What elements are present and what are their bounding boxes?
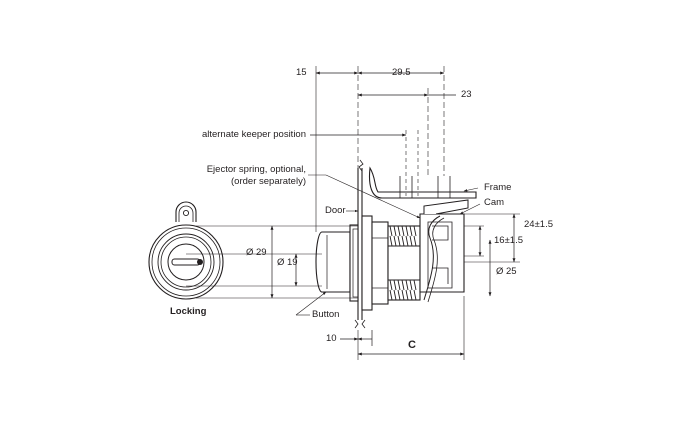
dimension-lines bbox=[270, 71, 516, 356]
dimension-29-5: 29.5 bbox=[392, 67, 411, 78]
dimension-24: 24±1.5 bbox=[524, 219, 553, 230]
ejector-spring bbox=[423, 215, 441, 301]
cam-label: Cam bbox=[484, 197, 505, 208]
button-bezel bbox=[315, 231, 351, 293]
alternate-keeper-label: alternate keeper position bbox=[201, 129, 306, 140]
dimension-10: 10 bbox=[326, 333, 337, 344]
cam-lever bbox=[423, 199, 469, 215]
frame-label: Frame bbox=[484, 182, 512, 193]
dimension-dia-25: Ø 25 bbox=[496, 266, 517, 277]
side-view bbox=[315, 159, 477, 329]
dimension-C: C bbox=[408, 339, 416, 351]
frame bbox=[368, 166, 477, 199]
button-label: Button bbox=[312, 309, 340, 320]
dimension-23: 23 bbox=[461, 89, 472, 100]
door-label: Door bbox=[325, 205, 346, 216]
thread-lines bbox=[389, 225, 417, 301]
cam-housing bbox=[419, 213, 465, 293]
locking-caption: Locking bbox=[170, 306, 207, 317]
dimension-15: 15 bbox=[296, 67, 307, 78]
leader-lines bbox=[295, 174, 481, 316]
lock-nut bbox=[361, 215, 373, 311]
lock-flange bbox=[349, 224, 359, 302]
ejector-spring-label-line1: Ejector spring, optional, bbox=[206, 164, 306, 175]
extension-lines bbox=[186, 66, 520, 360]
ejector-spring-label-line2: (order separately) bbox=[231, 176, 306, 187]
dimension-16: 16±1.5 bbox=[494, 235, 523, 246]
front-view bbox=[148, 201, 224, 300]
dimension-dia-29: Ø 29 bbox=[246, 247, 267, 258]
dimension-dia-19: Ø 19 bbox=[277, 257, 298, 268]
